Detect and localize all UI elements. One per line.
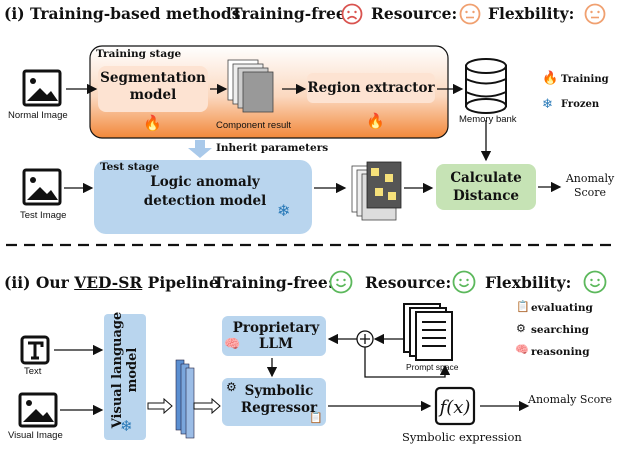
- snowflake-icon: ❄: [542, 97, 553, 112]
- badge-resource: Resource:: [371, 4, 457, 23]
- feature-stack: [175, 359, 195, 439]
- region-extractor-box: [307, 73, 435, 103]
- reasoning-icon: 🧠: [515, 343, 529, 356]
- happy-face-icon: [329, 270, 353, 294]
- inherit-parameters-label: Inherit parameters: [216, 142, 329, 154]
- legend-training: Training: [561, 74, 609, 85]
- snowflake-icon: ❄: [277, 201, 291, 220]
- legend-reasoning: reasoning: [531, 346, 590, 358]
- memory-bank-icon: [465, 58, 507, 114]
- vlm-box: [104, 314, 146, 440]
- badge-flexibility: Flexbility:: [488, 4, 574, 23]
- visual-image-icon: [18, 392, 58, 428]
- neutral-face-icon: [459, 3, 481, 25]
- neutral-face-icon: [584, 3, 606, 25]
- badge-resource: Resource:: [365, 273, 451, 292]
- searching-icon: ⚙: [226, 380, 237, 394]
- test-stage-box: [94, 160, 312, 234]
- evaluating-icon: 📋: [309, 411, 323, 424]
- hollow-arrow-2: [193, 397, 221, 415]
- inherit-arrow: [188, 140, 212, 158]
- region-result-stack: [351, 161, 402, 221]
- fire-icon: 🔥: [143, 114, 162, 132]
- sad-face-icon: [341, 3, 363, 25]
- test-stage-label: Test stage: [100, 161, 160, 173]
- title-suffix: Pipeline: [142, 273, 219, 292]
- badge-flexibility: Flexbility:: [485, 273, 571, 292]
- snowflake-icon: ❄: [120, 417, 133, 435]
- badge-training-free: Training-free:: [231, 4, 351, 23]
- llm-label: Proprietary LLM: [232, 320, 320, 352]
- badge-label: Resource:: [371, 4, 458, 23]
- happy-face-icon: [583, 270, 607, 294]
- reasoning-icon: 🧠: [224, 337, 241, 352]
- llm-box: [222, 316, 326, 356]
- legend-frozen: Frozen: [561, 99, 600, 110]
- legend-searching: searching: [531, 324, 589, 336]
- method-name: VED-SR: [74, 273, 143, 292]
- text-icon: [20, 335, 50, 365]
- segmentation-box: [98, 66, 208, 112]
- legend-evaluating: evaluating: [531, 302, 593, 314]
- evaluating-icon: 📋: [516, 300, 530, 313]
- text-label: Text: [24, 366, 42, 377]
- searching-icon: ⚙: [516, 322, 526, 335]
- fire-icon: 🔥: [366, 112, 385, 130]
- segmentation-model-label: Segmentation model: [100, 70, 206, 103]
- title-prefix: (ii) Our: [4, 273, 75, 292]
- function-icon: f(x): [434, 386, 476, 426]
- test-image-icon: [22, 168, 62, 206]
- region-extractor-label: Region extractor: [307, 80, 435, 96]
- badge-label: Resource:: [365, 273, 452, 292]
- hollow-arrow-1: [147, 397, 173, 415]
- fire-icon: 🔥: [542, 71, 559, 86]
- badge-label: Training-free:: [231, 4, 352, 23]
- badge-label: Flexbility:: [485, 273, 572, 292]
- regressor-box: [222, 378, 326, 426]
- component-result-label: Component result: [216, 120, 291, 131]
- normal-image-label: Normal Image: [8, 110, 68, 121]
- visual-image-label: Visual Image: [8, 430, 63, 441]
- badge-label: Flexbility:: [488, 4, 575, 23]
- section1-title: (i) Training-based methods: [4, 4, 241, 23]
- normal-image-icon: [22, 69, 62, 107]
- prompt-space-label: Prompt space: [406, 362, 459, 372]
- prompt-space-docs: [403, 303, 453, 361]
- symbolic-expression-label: Symbolic expression: [402, 430, 522, 444]
- anomaly-score-label: Anomaly Score: [565, 172, 615, 199]
- test-image-label: Test Image: [20, 210, 67, 221]
- training-stage-label: Training stage: [96, 48, 182, 60]
- logic-model-label: Logic anomaly detection model: [143, 174, 267, 209]
- calculate-distance-box: [436, 164, 536, 210]
- anomaly-score-label: Anomaly Score: [528, 393, 612, 406]
- section2-title: (ii) Our VED-SR Pipeline: [4, 273, 219, 292]
- component-result-stack: [227, 59, 274, 113]
- memory-bank-label: Memory bank: [459, 114, 517, 125]
- regressor-label: Symbolic Regressor: [240, 383, 318, 416]
- badge-training-free: Training-free:: [213, 273, 333, 292]
- svg-text:f(x): f(x): [438, 397, 471, 418]
- happy-face-icon: [452, 270, 476, 294]
- calculate-distance-label: Calculate Distance: [450, 170, 522, 204]
- badge-label: Training-free:: [213, 273, 334, 292]
- vlm-label: Visual language model: [110, 311, 140, 429]
